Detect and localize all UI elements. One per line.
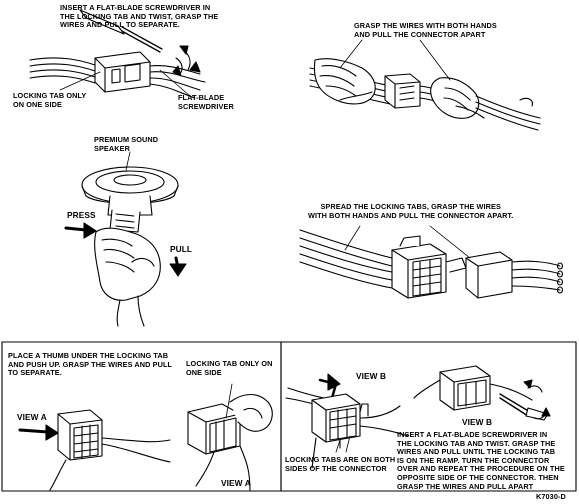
tr-instruction-text: GRASP THE WIRES WITH BOTH HANDS AND PULL… (354, 21, 497, 39)
panel-spread-tabs (299, 225, 564, 299)
tl-locking-tab-label: LOCKING TAB ONLY ON ONE SIDE (13, 91, 87, 109)
ml-press-label: PRESS (67, 210, 96, 220)
ml-speaker-label: PREMIUM SOUND SPEAKER (94, 135, 159, 153)
bottom-panel-frames (1, 341, 577, 492)
panel-both-side-tabs (285, 365, 551, 469)
bl-locking-tab-label: LOCKING TAB ONLY ON ONE SIDE (186, 359, 273, 377)
panel-screwdriver-connector (29, 9, 206, 99)
bl-view-a-right-label: VIEW A (221, 478, 251, 488)
bl-view-a-left-label: VIEW A (17, 412, 47, 422)
bl-instruction-text: PLACE A THUMB UNDER THE LOCKING TAB AND … (8, 351, 173, 378)
panel-thumb-locking-tab (18, 383, 273, 491)
tl-screwdriver-label: FLAT-BLADE SCREWDRIVER (178, 93, 234, 111)
br-view-b-left-label: VIEW B (356, 371, 387, 381)
br-locking-tabs-label: LOCKING TABS ARE ON BOTH SIDES OF THE CO… (285, 455, 396, 473)
tl-instruction-text: INSERT A FLAT-BLADE SCREWDRIVER IN THE L… (60, 3, 219, 30)
mr-instruction-text: SPREAD THE LOCKING TABS, GRASP THE WIRES… (308, 202, 514, 220)
br-view-b-right-label: VIEW B (462, 417, 493, 427)
figure-code-label: K7030-D (536, 492, 566, 501)
panel-hands-pull-apart (309, 39, 541, 131)
ml-pull-label: PULL (170, 244, 193, 254)
panel-speaker-connector (64, 151, 187, 327)
br-instruction-text: INSERT A FLAT-BLADE SCREWDRIVER IN THE L… (397, 430, 565, 491)
